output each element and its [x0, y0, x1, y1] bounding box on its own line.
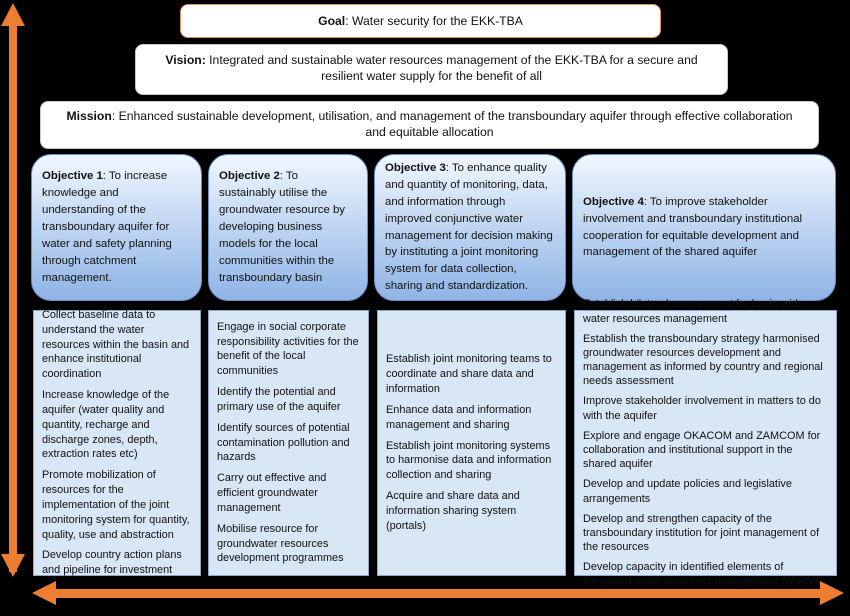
- mission-box: Mission: Enhanced sustainable developmen…: [40, 101, 819, 149]
- objective-4-text: : To improve stakeholder involvement and…: [583, 195, 803, 259]
- activity-item: Increase knowledge of the aquifer (water…: [42, 389, 170, 461]
- activity-item: Develop and update policies and legislat…: [583, 478, 792, 505]
- objective-1-activities: Collect baseline data to understand the …: [33, 308, 201, 577]
- objective-3-label: Objective 3: [385, 162, 446, 174]
- activity-item: Improve stakeholder involvement in matte…: [583, 395, 821, 422]
- objective-4-activities: Establish bilateral arrangement for basi…: [574, 298, 837, 587]
- objective-1-text: : To increase knowledge and understandin…: [42, 170, 172, 284]
- vertical-double-arrow: [1, 3, 25, 577]
- mission-text: : Enhanced sustainable development, util…: [111, 109, 793, 140]
- activity-item: Acquire and share data and information s…: [386, 490, 520, 532]
- activity-item: Mobilise resource for groundwater resour…: [217, 522, 344, 565]
- vision-text: Integrated and sustainable water resourc…: [205, 53, 698, 84]
- goal-text: : Water security for the EKK-TBA: [345, 14, 523, 28]
- objective-3-activities: Establish joint monitoring teams to coor…: [377, 310, 566, 576]
- activity-item: Identify sources of potential contaminat…: [217, 421, 350, 464]
- activity-item: Establish bilateral arrangement for basi…: [583, 298, 804, 325]
- objective-1-box: Objective 1: To increase knowledge and u…: [31, 154, 202, 301]
- activity-item: Establish the transboundary strategy har…: [583, 332, 823, 388]
- objective-1-label: Objective 1: [42, 170, 103, 183]
- objective-4-label: Objective 4: [583, 195, 644, 208]
- mission-label: Mission: [66, 109, 112, 123]
- vision-box: Vision: Integrated and sustainable water…: [135, 44, 728, 95]
- activity-item: Engage in social corporate responsibilit…: [217, 320, 359, 378]
- activity-item: Explore and engage OKACOM and ZAMCOM for…: [583, 429, 821, 471]
- activity-item: Develop capacity in identified elements …: [583, 561, 820, 588]
- activity-item: Develop and strengthen capacity of the t…: [583, 512, 820, 554]
- vision-label: Vision:: [165, 53, 206, 67]
- activity-item: Develop country action plans and pipelin…: [42, 549, 182, 577]
- objective-2-text: : To sustainably utilise the groundwater…: [219, 170, 345, 284]
- objective-2-label: Objective 2: [219, 170, 280, 183]
- activity-item: Enhance data and information management …: [386, 403, 532, 431]
- goal-label: Goal: [318, 14, 346, 28]
- activity-item: Collect baseline data to understand the …: [42, 308, 190, 381]
- objective-2-box: Objective 2: To sustainably utilise the …: [208, 154, 368, 301]
- objective-3-box: Objective 3: To enhance quality and quan…: [374, 154, 566, 301]
- objective-2-activities: Engage in social corporate responsibilit…: [208, 310, 369, 576]
- activity-item: Carry out effective and efficient ground…: [217, 472, 327, 514]
- activity-item: Promote mobilization of resources for th…: [42, 469, 190, 541]
- goal-box: Goal: Water security for the EKK-TBA: [180, 4, 661, 38]
- objective-3-text: : To enhance quality and quantity of mon…: [385, 162, 553, 293]
- activity-item: Identify the potential and primary use o…: [217, 386, 341, 413]
- activity-item: Establish joint monitoring teams to coor…: [386, 353, 552, 396]
- horizontal-double-arrow: [32, 581, 844, 605]
- activity-item: Establish joint monitoring systems to ha…: [386, 439, 552, 482]
- objective-4-box: Objective 4: To improve stakeholder invo…: [572, 154, 836, 301]
